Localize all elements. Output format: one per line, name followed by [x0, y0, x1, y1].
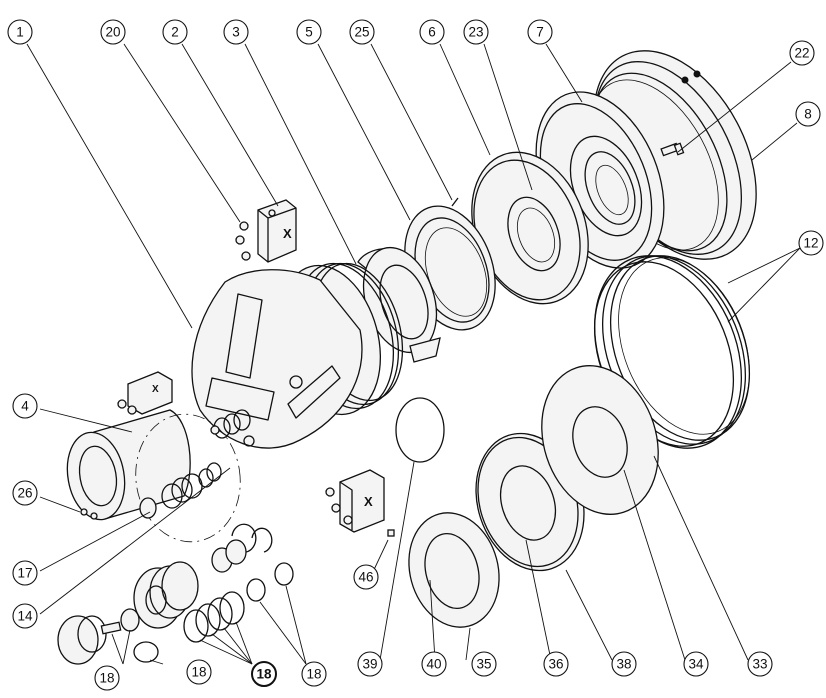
- leader-lines: [26, 43, 801, 665]
- callout-22: 22: [789, 40, 815, 66]
- svg-text:38: 38: [616, 657, 631, 672]
- svg-text:18: 18: [256, 667, 272, 682]
- callout-39: 39: [357, 651, 383, 677]
- part-1-chuck-body: [191, 262, 404, 449]
- svg-text:34: 34: [688, 657, 704, 672]
- callout-12: 12: [798, 230, 824, 256]
- callout-33: 33: [747, 651, 773, 677]
- svg-text:8: 8: [804, 107, 812, 122]
- callout-8: 8: [795, 101, 821, 127]
- svg-text:18: 18: [191, 665, 206, 680]
- callout-1: 1: [7, 19, 33, 45]
- svg-text:20: 20: [105, 25, 120, 40]
- callout-25: 25: [349, 19, 375, 45]
- svg-text:X: X: [152, 384, 159, 395]
- callout-40: 40: [421, 651, 447, 677]
- piston-assembly: [57, 523, 273, 665]
- svg-text:18: 18: [99, 671, 114, 686]
- svg-text:25: 25: [354, 25, 369, 40]
- callout-2: 2: [162, 19, 188, 45]
- callout-18-c: 18: [251, 661, 277, 687]
- callout-6: 6: [419, 19, 445, 45]
- svg-text:7: 7: [536, 25, 544, 40]
- svg-text:18: 18: [306, 667, 321, 682]
- svg-text:33: 33: [752, 657, 767, 672]
- callout-18-d: 18: [301, 661, 327, 687]
- assembly-axis-circle: [135, 413, 241, 543]
- callout-14: 14: [12, 603, 38, 629]
- part-3-split-segment: [357, 246, 441, 363]
- svg-text:X: X: [283, 226, 292, 241]
- svg-text:46: 46: [358, 570, 373, 585]
- callout-35: 35: [471, 651, 497, 677]
- callout-7: 7: [527, 19, 553, 45]
- part-33-flat-gasket: [541, 365, 659, 515]
- callout-18-b: 18: [186, 659, 212, 685]
- part-22-screw: [660, 142, 685, 157]
- part-4-sleeve: [66, 409, 191, 521]
- callout-20: 20: [100, 19, 126, 45]
- part-18-o-rings: [133, 562, 294, 663]
- svg-text:40: 40: [426, 657, 441, 672]
- callout-23: 23: [463, 19, 489, 45]
- part-2-jaw-block: X: [257, 199, 297, 263]
- bottom-jaw-block: X: [325, 469, 385, 533]
- callout-4: 4: [12, 393, 38, 419]
- part-20-screws: [235, 221, 251, 261]
- svg-text:1: 1: [16, 25, 24, 40]
- svg-text:14: 14: [17, 609, 33, 624]
- part-46-pin: [387, 529, 395, 537]
- svg-text:2: 2: [171, 25, 179, 40]
- callout-34: 34: [683, 651, 709, 677]
- side-jaw-block-left: X: [117, 371, 173, 415]
- callout-17: 17: [12, 560, 38, 586]
- callout-26: 26: [12, 480, 38, 506]
- callout-3: 3: [223, 19, 249, 45]
- part-17-spring-assembly: [139, 462, 222, 519]
- svg-text:26: 26: [17, 486, 32, 501]
- svg-text:39: 39: [362, 657, 377, 672]
- svg-text:4: 4: [21, 399, 29, 414]
- svg-text:35: 35: [476, 657, 491, 672]
- svg-text:3: 3: [232, 25, 240, 40]
- svg-text:12: 12: [803, 236, 818, 251]
- callout-18-a: 18: [94, 665, 120, 691]
- callout-38: 38: [611, 651, 637, 677]
- callout-46: 46: [353, 564, 379, 590]
- part-6-disc: [471, 151, 589, 305]
- svg-text:5: 5: [305, 25, 313, 40]
- svg-text:X: X: [364, 494, 373, 509]
- svg-text:22: 22: [794, 46, 809, 61]
- svg-text:23: 23: [468, 25, 483, 40]
- svg-text:6: 6: [428, 25, 436, 40]
- part-39-o-ring: [395, 397, 445, 463]
- svg-text:17: 17: [17, 566, 32, 581]
- callout-36: 36: [543, 651, 569, 677]
- part-14-spring-pack: [210, 409, 251, 439]
- callout-5: 5: [296, 19, 322, 45]
- svg-text:36: 36: [548, 657, 563, 672]
